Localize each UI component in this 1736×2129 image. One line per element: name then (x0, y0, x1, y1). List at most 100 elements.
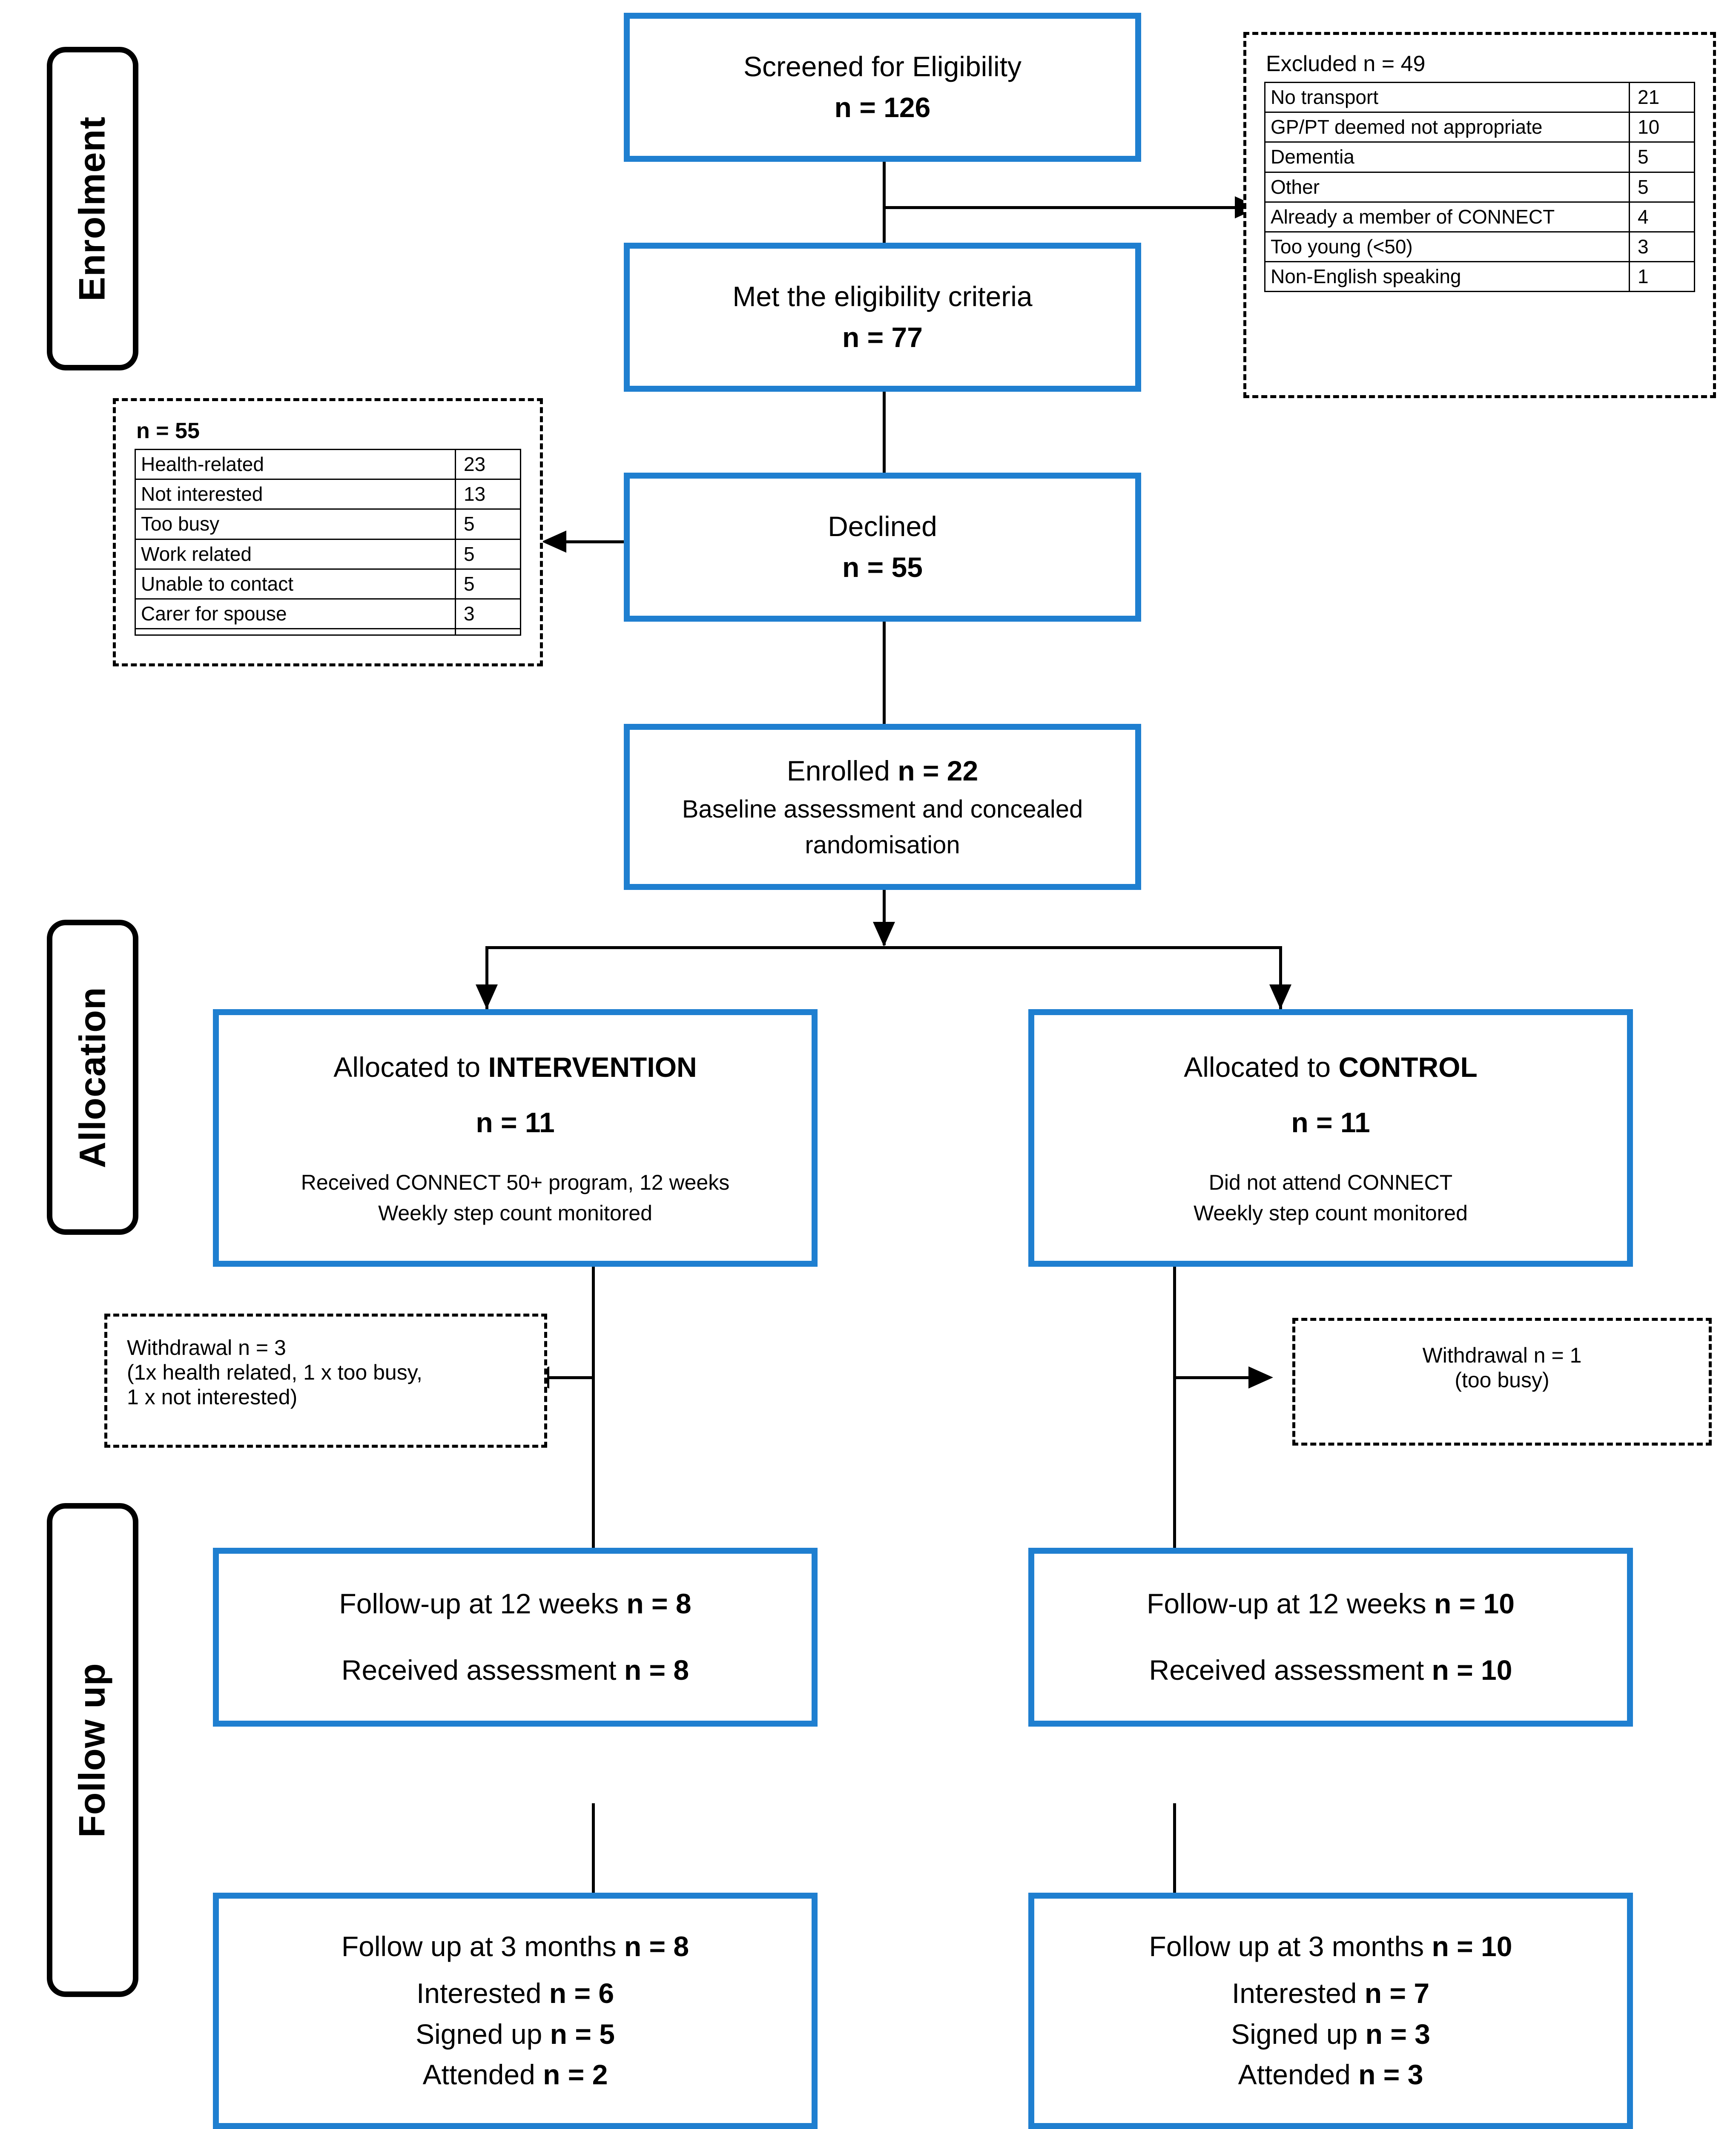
fu3m-right-line2: Interested n = 7 (1034, 1973, 1627, 2014)
connector-intervention-down (592, 1267, 595, 1548)
intervention-line4: Weekly step count monitored (378, 1201, 652, 1225)
connector-withdrawal-right-arrowhead (1248, 1366, 1273, 1389)
enrolled-prefix: Enrolled (786, 755, 898, 787)
box-declined: Declined n = 55 (624, 473, 1141, 622)
connector-declined-to-enrolled (883, 622, 886, 724)
fu3m-right-signedup-count: n = 3 (1365, 2018, 1430, 2050)
fu3m-left-interested-count: n = 6 (549, 1977, 614, 2009)
section-label-followup-text: Follow up (72, 1662, 113, 1838)
connector-excluded-horizontal (883, 206, 1238, 209)
fu12-right-prefix: Follow-up at 12 weeks (1147, 1588, 1435, 1620)
box-followup-12weeks-control: Follow-up at 12 weeks n = 10 Received as… (1028, 1548, 1633, 1727)
excluded-reason: Non-English speaking (1264, 261, 1630, 293)
fu12-left-prefix: Follow-up at 12 weeks (339, 1588, 627, 1620)
declined-count: 5 (455, 508, 521, 540)
fu12-right-line1: Follow-up at 12 weeks n = 10 (1034, 1584, 1627, 1624)
box-followup-3months-control: Follow up at 3 months n = 10 Interested … (1028, 1893, 1633, 2129)
excluded-table: No transport 21 GP/PT deemed not appropr… (1264, 81, 1695, 293)
fu12-right-count: n = 10 (1434, 1588, 1515, 1620)
connector-allocation-left-drop (485, 946, 488, 1010)
table-row: Already a member of CONNECT 4 (1264, 201, 1695, 232)
declined-count: 5 (455, 568, 521, 600)
fu3m-right-interested-count: n = 7 (1364, 1977, 1430, 2009)
fu3m-left-line1: Follow up at 3 months n = 8 (219, 1926, 812, 1967)
declined-detail-title: n = 55 (136, 419, 200, 443)
table-row: Other 5 (1264, 171, 1695, 203)
fu3m-left-signedup-count: n = 5 (550, 2018, 615, 2050)
fu3m-right-interested-prefix: Interested (1231, 1977, 1365, 2009)
fu12-left-assessment-count: n = 8 (624, 1654, 689, 1686)
fu12-left-count: n = 8 (626, 1588, 692, 1620)
declined-reason: Health-related (135, 448, 456, 480)
eligible-title: Met the eligibility criteria (732, 281, 1033, 313)
table-row: Health-related 23 (135, 448, 521, 480)
section-label-enrolment: Enrolment (47, 47, 138, 370)
fu12-left-line1: Follow-up at 12 weeks n = 8 (219, 1584, 812, 1624)
withdrawal-right-line2: (too busy) (1455, 1368, 1549, 1392)
fu12-right-assessment-prefix: Received assessment (1149, 1654, 1432, 1686)
table-row: Non-English speaking 1 (1264, 261, 1695, 293)
table-row: Too busy 5 (135, 508, 521, 540)
box-enrolled: Enrolled n = 22 Baseline assessment and … (624, 724, 1141, 890)
box-met-eligibility-criteria: Met the eligibility criteria n = 77 (624, 243, 1141, 392)
connector-control-down (1173, 1267, 1176, 1548)
declined-reason: Unable to contact (135, 568, 456, 600)
enrolled-line1: Enrolled n = 22 (630, 751, 1135, 792)
withdrawal-left-line1: Withdrawal n = 3 (127, 1336, 286, 1360)
fu3m-left-signedup-prefix: Signed up (416, 2018, 550, 2050)
connector-allocation-split-bar (485, 946, 1282, 949)
excluded-count: 21 (1629, 81, 1695, 113)
table-row: Work related 5 (135, 538, 521, 570)
screened-title: Screened for Eligibility (743, 51, 1022, 83)
fu3m-right-count: n = 10 (1432, 1931, 1512, 1963)
excluded-count: 4 (1629, 201, 1695, 232)
panel-declined-reasons: n = 55 Health-related 23 Not interested … (113, 398, 543, 666)
fu3m-right-line3: Signed up n = 3 (1034, 2014, 1627, 2055)
intervention-prefix: Allocated to (333, 1051, 488, 1083)
withdrawal-right-line1: Withdrawal n = 1 (1422, 1343, 1582, 1367)
intervention-line3: Received CONNECT 50+ program, 12 weeks (301, 1170, 730, 1194)
connector-screened-to-eligible (883, 161, 886, 263)
declined-count: n = 55 (842, 551, 923, 583)
fu3m-left-line3: Signed up n = 5 (219, 2014, 812, 2055)
excluded-reason: GP/PT deemed not appropriate (1264, 112, 1630, 143)
control-count: n = 11 (1291, 1107, 1370, 1138)
table-row: Not interested 13 (135, 479, 521, 510)
excluded-reason: Already a member of CONNECT (1264, 201, 1630, 232)
enrolled-line2: Baseline assessment and concealed (682, 795, 1083, 823)
table-row-clipped (135, 628, 521, 636)
table-row: Too young (<50) 3 (1264, 231, 1695, 263)
eligible-count: n = 77 (842, 321, 923, 353)
panel-excluded: Excluded n = 49 No transport 21 GP/PT de… (1243, 32, 1716, 398)
control-prefix: Allocated to (1184, 1051, 1339, 1083)
box-allocated-intervention: Allocated to INTERVENTION n = 11 Receive… (213, 1009, 818, 1267)
connector-enrolled-stem (883, 890, 886, 945)
fu3m-left-prefix: Follow up at 3 months (341, 1931, 624, 1963)
table-row: Dementia 5 (1264, 141, 1695, 173)
connector-eligible-to-declined (883, 392, 886, 494)
fu3m-right-signedup-prefix: Signed up (1231, 2018, 1366, 2050)
fu12-right-assessment-count: n = 10 (1432, 1654, 1512, 1686)
section-label-enrolment-text: Enrolment (72, 116, 113, 301)
control-line3: Did not attend CONNECT (1208, 1170, 1453, 1194)
excluded-count: 10 (1629, 112, 1695, 143)
intervention-count: n = 11 (476, 1107, 555, 1138)
connector-allocation-right-arrowhead (1269, 984, 1291, 1009)
table-row: GP/PT deemed not appropriate 10 (1264, 112, 1695, 143)
fu3m-left-line4: Attended n = 2 (219, 2054, 812, 2095)
declined-title: Declined (828, 511, 937, 542)
excluded-reason: Too young (<50) (1264, 231, 1630, 263)
intervention-arm: INTERVENTION (488, 1051, 697, 1083)
fu12-left-assessment-prefix: Received assessment (341, 1654, 624, 1686)
connector-right-fu12-to-fu3m (1173, 1803, 1176, 1893)
declined-count: 13 (455, 479, 521, 510)
declined-count: 23 (455, 448, 521, 480)
excluded-reason: Dementia (1264, 141, 1630, 173)
section-label-allocation: Allocation (47, 920, 138, 1235)
fu3m-right-attended-count: n = 3 (1358, 2059, 1423, 2091)
connector-allocation-right-drop (1279, 946, 1282, 1010)
control-arm: CONTROL (1338, 1051, 1478, 1083)
connector-excluded-stem (883, 161, 886, 209)
fu3m-right-prefix: Follow up at 3 months (1149, 1931, 1432, 1963)
